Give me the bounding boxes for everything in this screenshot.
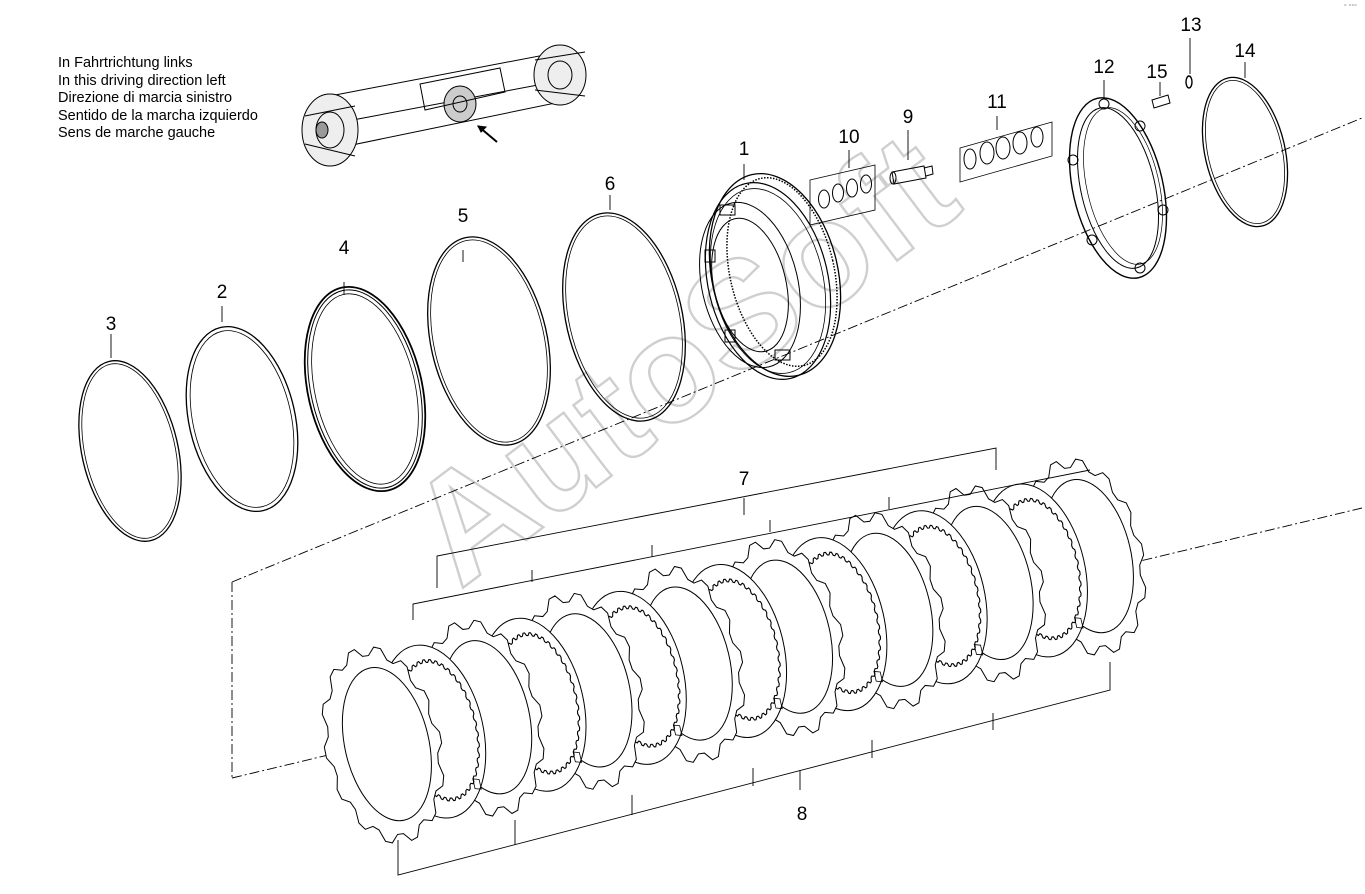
label-5: 5 [458, 206, 469, 227]
label-7: 7 [739, 469, 750, 490]
axle-illustration [301, 44, 587, 167]
corner-mark: ° °°° [1343, 4, 1357, 11]
retaining-ring [1201, 76, 1289, 228]
washer-set [959, 121, 1053, 183]
label-4: 4 [339, 238, 350, 259]
label-14: 14 [1234, 41, 1256, 62]
circlip-set [809, 164, 876, 226]
piston [699, 172, 842, 380]
label-6: 6 [605, 174, 616, 195]
o-ring [1185, 75, 1193, 89]
label-12: 12 [1093, 57, 1114, 78]
caption-line-de: In Fahrtrichtung links [58, 55, 193, 71]
label-8: 8 [797, 804, 808, 825]
part-numbers: 1 2 3 4 5 6 7 8 9 10 11 12 13 14 15 [106, 15, 1256, 825]
disc-stack [321, 458, 1147, 844]
outer-disc [321, 646, 445, 844]
caption-line-fr: Sens de marche gauche [58, 125, 216, 142]
label-2: 2 [217, 282, 228, 303]
leader-lines [110, 38, 1246, 876]
label-13: 13 [1180, 15, 1201, 36]
seal-rings [78, 212, 686, 542]
small-pin [1151, 94, 1171, 109]
label-15: 15 [1146, 62, 1167, 83]
direction-caption: In Fahrtrichtung links In this driving d… [58, 55, 258, 143]
label-10: 10 [838, 127, 859, 148]
label-3: 3 [106, 314, 117, 335]
label-1: 1 [739, 139, 750, 160]
caption-line-en: In this driving direction left [58, 72, 226, 89]
pin [889, 165, 934, 185]
caption-line-it: Direzione di marcia sinistro [58, 90, 233, 107]
label-9: 9 [903, 107, 914, 128]
label-11: 11 [987, 92, 1007, 113]
caption-line-es: Sentido de la marcha izquierdo [58, 107, 258, 124]
cover-plate [1067, 97, 1169, 279]
